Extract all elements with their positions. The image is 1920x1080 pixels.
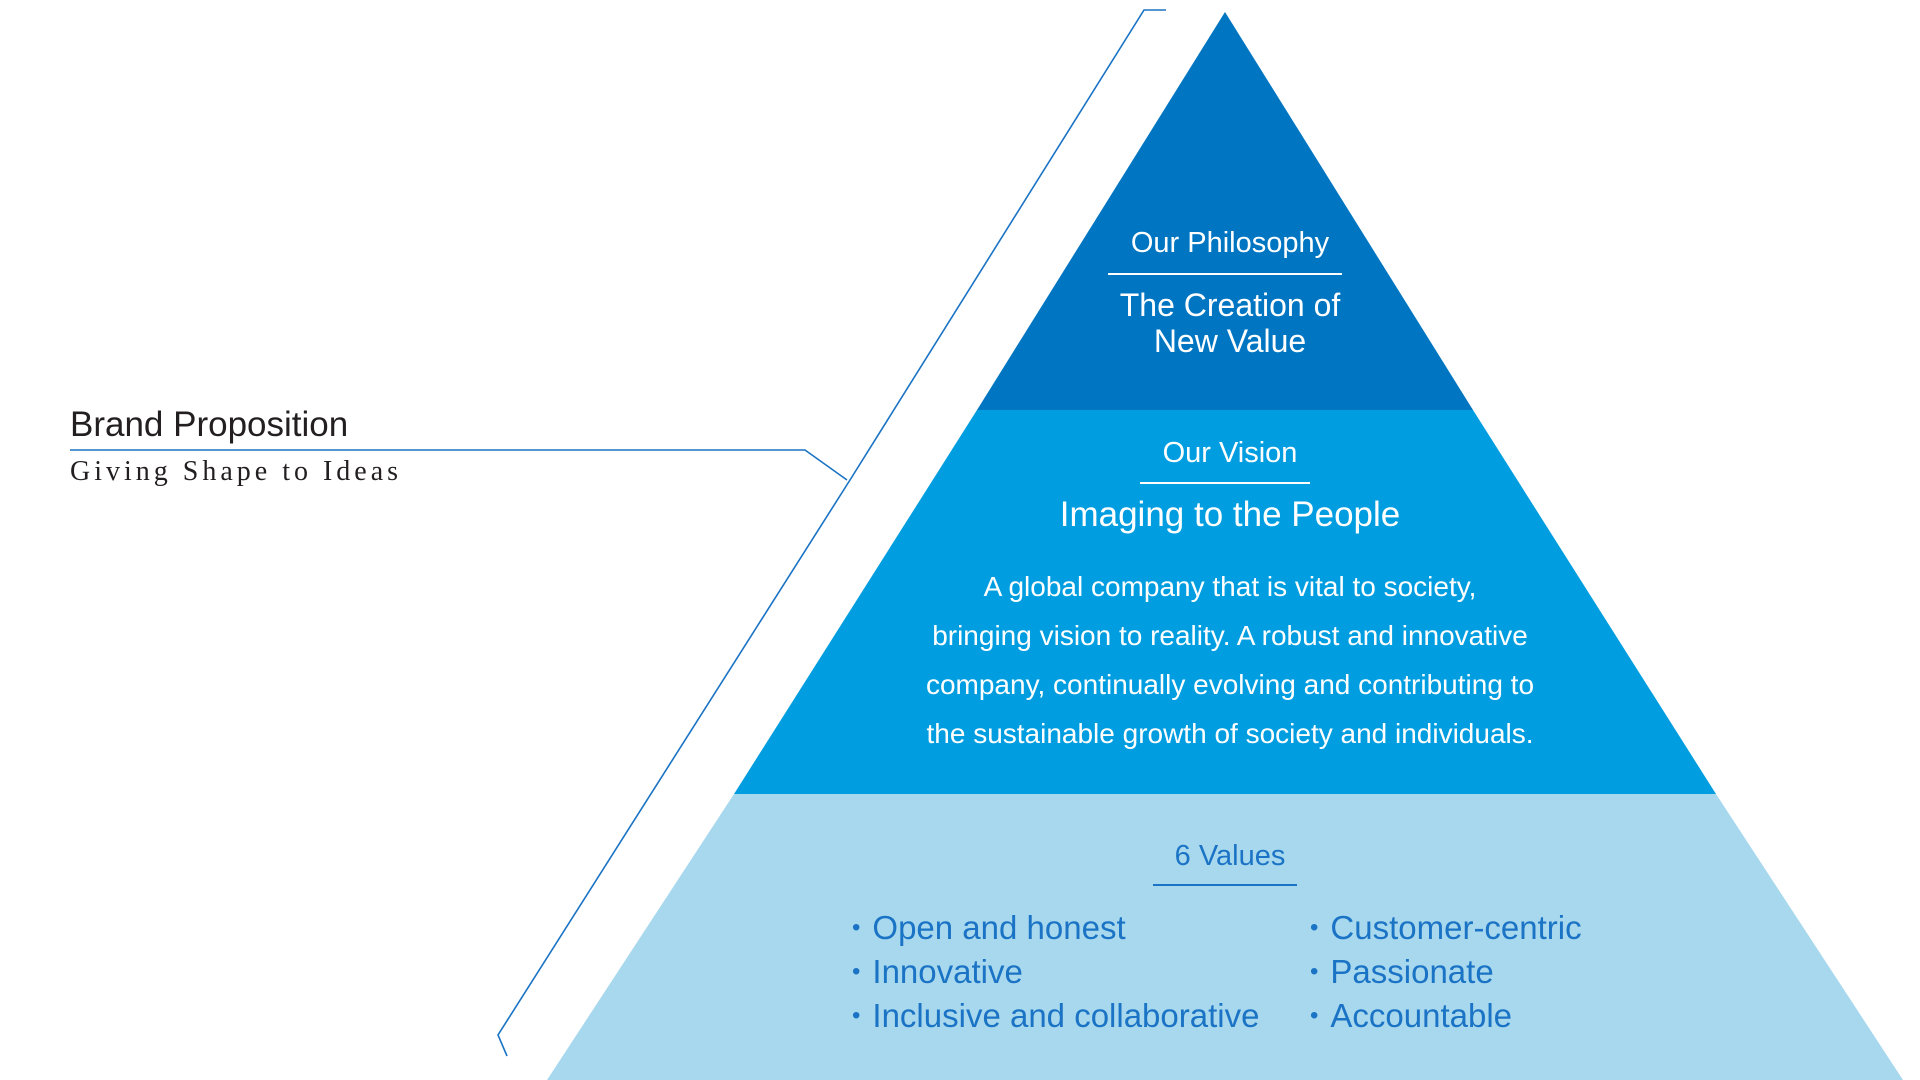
value-item: Customer-centric bbox=[1310, 908, 1581, 952]
values-divider bbox=[1153, 884, 1297, 886]
philosophy-title: Our Philosophy bbox=[1130, 227, 1330, 259]
vision-title: Our Vision bbox=[1162, 437, 1298, 469]
philosophy-statement: The Creation of New Value bbox=[1050, 287, 1410, 359]
value-item: Accountable bbox=[1310, 996, 1582, 1040]
brand-bracket-line bbox=[497, 9, 1166, 1057]
value-item: Passionate bbox=[1310, 952, 1582, 996]
brand-proposition-title: Brand Proposition bbox=[70, 405, 349, 444]
vision-description-line: bringing vision to reality. A robust and… bbox=[932, 620, 1528, 651]
vision-divider bbox=[1140, 482, 1310, 484]
brand-pointer-line bbox=[70, 449, 848, 481]
philosophy-statement-line: The Creation of bbox=[1119, 287, 1341, 323]
vision-description-line: company, continually evolving and contri… bbox=[925, 669, 1535, 700]
values-list-left: Open and honest Innovative Inclusive and… bbox=[852, 908, 1259, 1040]
values-title: 6 Values bbox=[1174, 840, 1286, 872]
pyramid-apex-tier bbox=[977, 12, 1473, 410]
values-list-right: Customer-centric Passionate Accountable bbox=[1310, 908, 1582, 1040]
vision-description-line: the sustainable growth of society and in… bbox=[926, 718, 1534, 749]
vision-statement: Imaging to the People bbox=[1059, 495, 1401, 534]
philosophy-statement-line: New Value bbox=[1153, 323, 1307, 359]
value-item: Open and honest bbox=[852, 908, 1259, 952]
pyramid-middle-tier bbox=[734, 410, 1716, 794]
vision-description-line: A global company that is vital to societ… bbox=[983, 571, 1477, 602]
value-item: Inclusive and collaborative bbox=[852, 996, 1259, 1040]
value-item: Innovative bbox=[852, 952, 1259, 996]
philosophy-divider bbox=[1108, 273, 1342, 275]
vision-description: A global company that is vital to societ… bbox=[850, 562, 1610, 758]
brand-proposition-tagline: Giving Shape to Ideas bbox=[70, 456, 403, 487]
